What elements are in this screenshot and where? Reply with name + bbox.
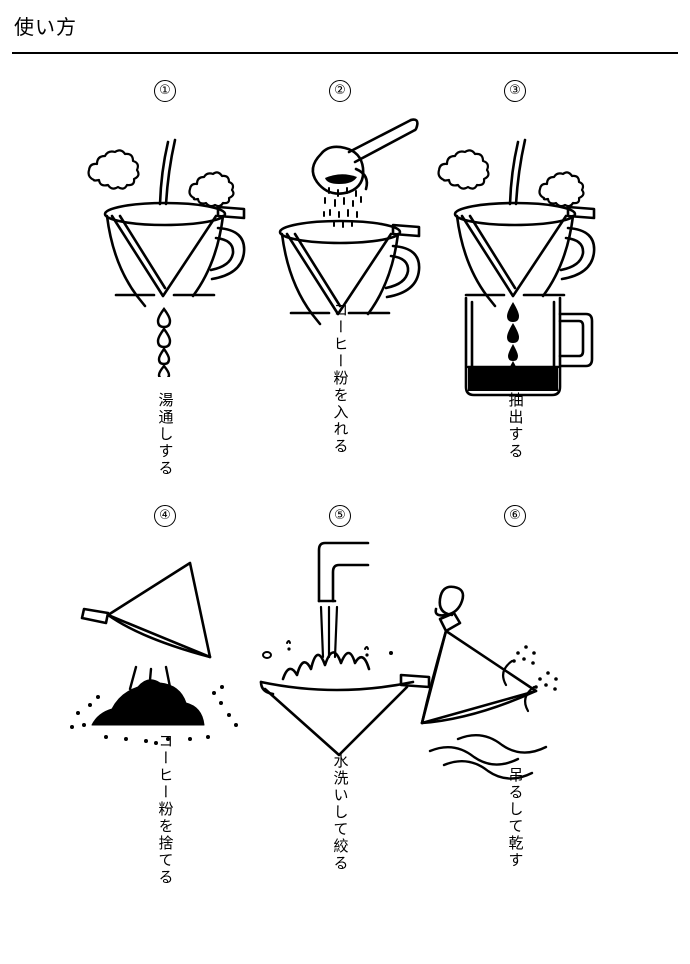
water-drop-icon	[509, 361, 517, 374]
hook-icon	[434, 585, 465, 617]
steps-grid: ①	[0, 80, 690, 960]
scattered-specks	[70, 685, 238, 745]
scoop-bowl	[311, 145, 369, 195]
step-item-5: ⑤	[225, 505, 455, 872]
step-item-2: ②	[225, 80, 455, 455]
coffee-grounds-fill	[325, 174, 357, 184]
mug-handle	[558, 312, 594, 368]
scoop-handle	[347, 118, 419, 164]
step-number-6: ⑥	[504, 505, 526, 527]
steam-cloud-icon	[188, 171, 235, 208]
filter-tab	[399, 673, 431, 689]
step-item-1: ①	[50, 80, 280, 477]
filter-tab	[391, 223, 421, 238]
cup-handle	[210, 226, 246, 281]
filter-clip	[438, 611, 462, 633]
step-number-5: ⑤	[329, 505, 351, 527]
step-caption-wrap-4: コーヒー粉を捨てる	[50, 733, 280, 886]
water-drop-icon	[508, 344, 518, 361]
step-number-3: ③	[504, 80, 526, 102]
water-drop-icon	[156, 326, 172, 349]
splash-droplets	[262, 640, 393, 659]
filter-tab	[566, 205, 596, 220]
steam-cloud-icon	[437, 149, 490, 190]
title-divider	[12, 52, 678, 54]
step-item-3: ③	[400, 80, 630, 460]
evaporation-marks	[501, 645, 558, 713]
step-caption-wrap-1: 湯通しする	[50, 392, 280, 477]
cup-handle	[560, 226, 596, 281]
step-caption-wrap-6: 吊るして乾す	[400, 767, 630, 869]
drip-drops	[507, 302, 519, 374]
step-caption-wrap-3: 抽出する	[400, 392, 630, 460]
step-caption-4: コーヒー粉を捨てる	[156, 733, 175, 886]
filter-cone-tipped	[106, 561, 212, 659]
mug-body	[464, 296, 562, 397]
grounds-mound	[91, 679, 205, 726]
step-caption-wrap-2: コーヒー粉を入れる	[225, 302, 455, 455]
step-number-1: ①	[154, 80, 176, 102]
water-drop-icon	[507, 323, 519, 343]
water-drop-icon	[157, 364, 171, 377]
water-drop-icon	[156, 306, 172, 329]
filter-cone	[285, 232, 393, 316]
step-caption-6: 吊るして乾す	[506, 767, 525, 869]
filter-cone	[110, 214, 218, 298]
steam-cloud-icon	[538, 171, 585, 208]
water-stream-icon	[508, 138, 527, 206]
water-stream-icon	[319, 605, 339, 659]
water-drop-icon	[507, 302, 519, 322]
step-item-6: ⑥	[400, 505, 630, 869]
drip-drops-1	[50, 305, 280, 377]
cup-rim	[278, 219, 402, 245]
faucet-icon	[317, 541, 370, 603]
step-caption-2: コーヒー粉を入れる	[331, 302, 350, 455]
step-caption-1: 湯通しする	[156, 392, 175, 477]
filter-cone-hanging	[420, 629, 538, 725]
steam-cloud-icon	[87, 149, 140, 190]
airflow-lines	[428, 733, 548, 780]
step-caption-3: 抽出する	[506, 392, 525, 460]
cup-handle	[385, 244, 421, 299]
step-number-4: ④	[154, 505, 176, 527]
filter-tab	[80, 607, 110, 625]
step-number-2: ②	[329, 80, 351, 102]
filter-rim	[259, 680, 415, 692]
filter-cone	[460, 214, 568, 298]
step-caption-wrap-5: 水洗いして絞る	[225, 753, 455, 872]
filter-cone	[263, 685, 409, 757]
step-caption-5: 水洗いして絞る	[331, 753, 350, 872]
filter-tab	[216, 205, 246, 220]
cup-rim	[103, 201, 227, 227]
splash-icon	[281, 651, 371, 681]
cup-rim	[453, 201, 577, 227]
water-drop-icon	[157, 346, 171, 366]
step-item-4: ④	[50, 505, 280, 886]
water-stream-icon	[158, 138, 177, 206]
page-title: 使い方	[14, 15, 77, 39]
